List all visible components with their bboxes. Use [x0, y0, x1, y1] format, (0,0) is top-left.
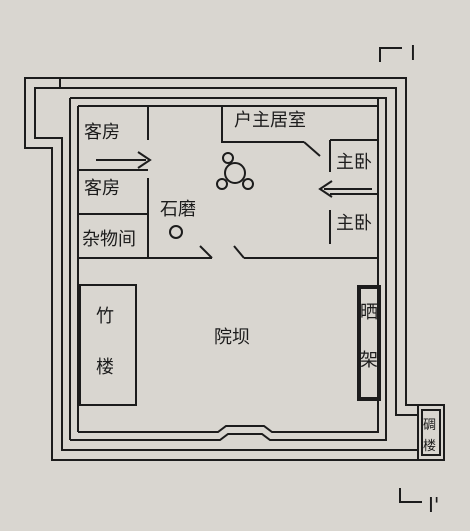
- courtyard-wall-bottom: [70, 400, 387, 441]
- courtyard-wall-bottom-2: [78, 98, 379, 433]
- arrow-left-head: [318, 180, 333, 198]
- drying-rack-label-1: 晒: [360, 302, 378, 323]
- section-mark-top: I: [410, 41, 416, 65]
- door-leaf-right: [233, 245, 245, 259]
- owner-room-door: [303, 141, 321, 157]
- watchtower-box-inner: [421, 409, 441, 456]
- drying-rack-label-2: 架: [360, 350, 378, 371]
- section-mark-bottom: I': [428, 493, 439, 517]
- arrow-right-head: [137, 151, 152, 169]
- watchtower-box: [417, 404, 445, 461]
- storage-room-label: 杂物间: [82, 229, 136, 250]
- courtyard-label: 院坝: [214, 327, 250, 348]
- drying-rack-box: [359, 287, 379, 399]
- bamboo-tower-box: [79, 284, 137, 406]
- section-mark-top-bracket: [379, 47, 402, 62]
- mill-right-circle: [242, 178, 254, 190]
- stone-mill-label: 石磨: [160, 199, 196, 220]
- owner-room-label: 户主居室: [234, 110, 306, 131]
- bamboo-tower-label-2: 楼: [96, 357, 114, 378]
- outer-wall-outer: [24, 77, 419, 461]
- courtyard-wall-top: [70, 97, 387, 400]
- mill-top-circle: [222, 152, 234, 164]
- drying-rack-box-2: [357, 285, 381, 401]
- watchtower-label-2: 楼: [423, 439, 436, 454]
- main-bedroom-2-label: 主卧: [336, 213, 372, 234]
- section-mark-bottom-bracket: [399, 488, 422, 503]
- owner-room-wall: [221, 106, 304, 143]
- mill-center-circle: [224, 162, 246, 184]
- guest-room-2-label: 客房: [84, 178, 120, 199]
- main-bedroom-1-label: 主卧: [336, 152, 372, 173]
- outer-wall-inner: [34, 87, 418, 451]
- bamboo-tower-label-1: 竹: [96, 306, 114, 327]
- watchtower-label-1: 碉: [423, 418, 436, 433]
- guest-room-1-label: 客房: [84, 122, 120, 143]
- mill-left-circle: [216, 178, 228, 190]
- stone-mill-circle: [169, 225, 183, 239]
- door-leaf-left: [199, 245, 213, 259]
